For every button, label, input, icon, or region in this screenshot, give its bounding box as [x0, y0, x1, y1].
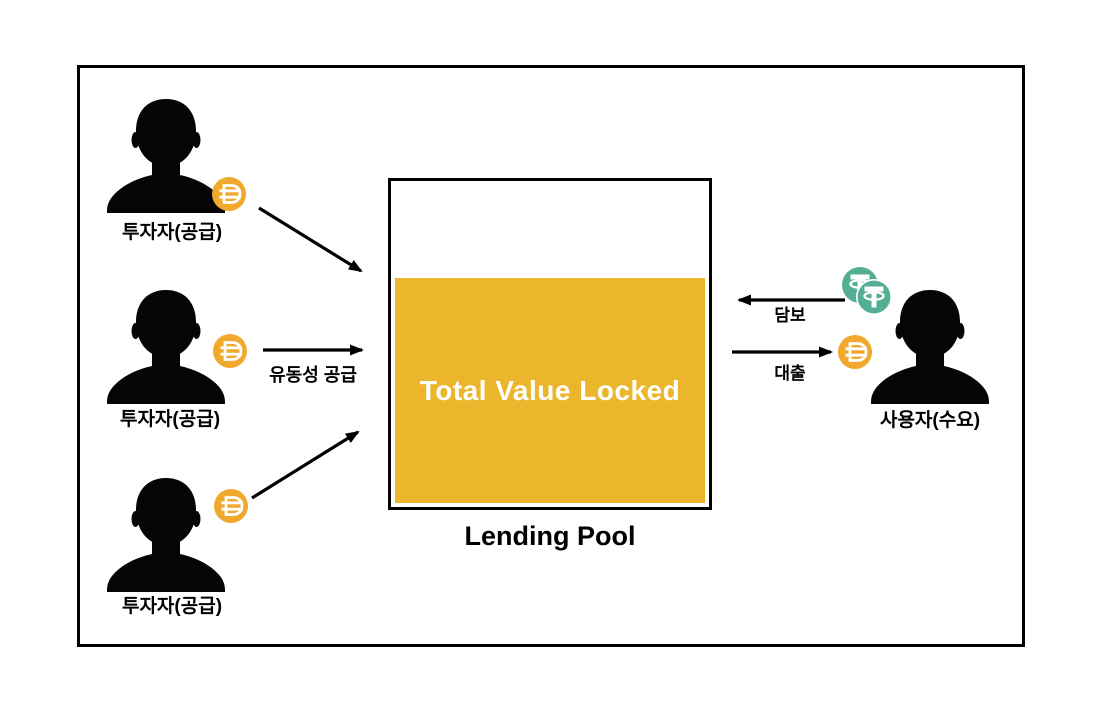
investor2-silhouette [104, 286, 228, 404]
collateral-label: 담보 [774, 306, 806, 325]
borrower-silhouette [868, 286, 992, 404]
investor3-silhouette [104, 474, 228, 592]
lending-pool-box: Total Value Locked [388, 178, 712, 510]
loan-label: 대출 [774, 364, 806, 383]
investor2-label: 투자자(공급) [119, 409, 221, 430]
dai-coin-icon [213, 334, 247, 368]
dai-coin-icon [214, 489, 248, 523]
tvl-fill-area: Total Value Locked [395, 278, 705, 503]
dai-coin-icon [212, 177, 246, 211]
investor3-label: 투자자(공급) [121, 596, 223, 617]
tvl-label: Total Value Locked [419, 374, 681, 406]
pool-caption: Lending Pool [464, 521, 636, 551]
tether-coin-icon [856, 279, 892, 315]
borrower-label: 사용자(수요) [879, 410, 981, 431]
investor1-label: 투자자(공급) [121, 222, 223, 243]
liquidity-supply-label: 유동성 공급 [269, 365, 357, 385]
dai-coin-icon [838, 335, 872, 369]
investor1-silhouette [104, 95, 228, 213]
